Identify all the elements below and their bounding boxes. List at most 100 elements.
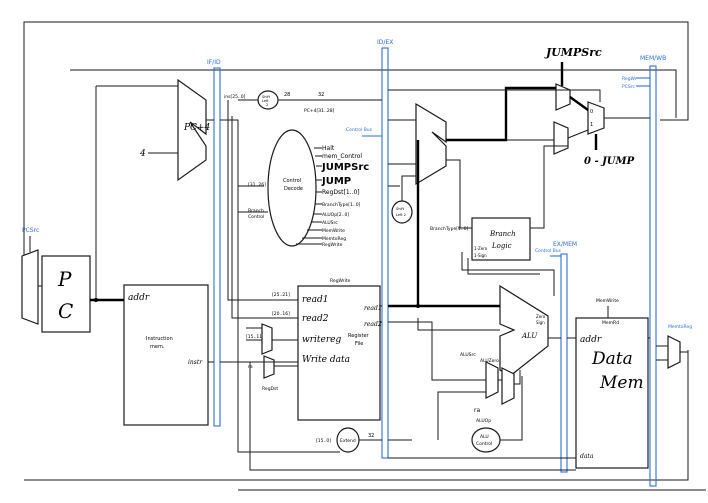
- branch-logic-title-1: Branch: [489, 230, 516, 238]
- pipeline-register-if-id: IF/ID: [207, 59, 221, 427]
- jump-shift-label-2: Left: [262, 99, 269, 103]
- dmem-memwrite: MemWrite: [596, 298, 619, 304]
- control-bus-idex: Control Bus: [346, 127, 373, 133]
- mem-wb-memtoreg: PCSrc: [622, 84, 635, 90]
- imem-title-1: Instruction: [146, 336, 173, 342]
- alu-zero: Zero: [536, 314, 546, 319]
- pc-junction-dot: [94, 298, 98, 302]
- jump-shift-label-1: Shift: [262, 95, 271, 99]
- jump-mux-0: 0: [590, 109, 593, 115]
- sign-extend-label: Extend: [340, 438, 356, 444]
- ex-mem-label: EX/MEM: [553, 241, 577, 248]
- regfile-out-read1: read1: [364, 305, 382, 312]
- alu-sign: Sign: [536, 320, 545, 325]
- control-title-2: Decode: [284, 186, 303, 192]
- pipeline-register-id-ex: ID/EX: [377, 39, 393, 459]
- control-bus-labels: Control Bus Control Bus: [346, 127, 562, 257]
- regfile-writedata: Write data: [302, 355, 350, 365]
- dmem-title-1: Data: [591, 349, 633, 369]
- signal-mem-control: mem_Control: [322, 153, 362, 160]
- jumpsrc-title: JUMPSrc: [544, 46, 602, 59]
- alu-control: ALU Control ALUOp: [471, 376, 523, 453]
- regfile-read1: read1: [302, 295, 328, 305]
- control-bus-exmem: Control Bus: [535, 248, 562, 254]
- regfile-out-read2: read2: [364, 321, 382, 328]
- signal-memwrite: MemWrite: [322, 228, 345, 234]
- pc-adder-label: PC+4: [183, 123, 210, 133]
- jump-width-28: 28: [284, 92, 290, 98]
- instruction-memory: addr Instruction mem. instr: [123, 284, 214, 426]
- jump-shift-left: Shift Left 2 ins[25..0] 28 32 PC+4[31..2…: [224, 90, 382, 114]
- dmem-addr: addr: [580, 335, 602, 345]
- if-id-label: IF/ID: [207, 59, 221, 66]
- signal-branchtype: BranchType[1..0]: [322, 202, 361, 208]
- dmem-memread: MemRd: [602, 320, 619, 326]
- branch-logic-title-2: Logic: [491, 242, 512, 250]
- signal-regdst: RegDst[1..0]: [322, 189, 360, 196]
- outer-feedback-wires: [23, 21, 706, 491]
- regfile-writereg: writereg: [302, 335, 341, 345]
- datapath-misc-wires: [249, 89, 601, 471]
- branch-shift-label-2: Left 2: [396, 213, 406, 217]
- control-title-1: Control: [283, 178, 301, 184]
- jump-mux-1: 1: [590, 122, 593, 128]
- branch-logic: Branch Logic BranchType[1..0] 1-Zero 1-S…: [430, 145, 568, 296]
- branch-logic-in-zero: 1-Zero: [474, 246, 488, 251]
- imem-addr-label: addr: [128, 293, 150, 303]
- pc-src-label: PCSrc: [22, 227, 39, 234]
- signal-regwrite: RegWrite: [322, 242, 343, 248]
- pc-letter-c: C: [58, 299, 73, 323]
- branch-control-field-1: Branch: [248, 208, 264, 214]
- imem-title-2: mem.: [150, 344, 165, 350]
- branch-target-adder: [388, 102, 447, 186]
- pc-register: P C: [38, 255, 124, 333]
- mem-wb-regwrite: RegWr: [622, 76, 637, 82]
- branch-shift-label-1: Shift: [396, 207, 405, 211]
- reg-dst-label: RegDst: [262, 386, 278, 392]
- jump-select-label: 0 - JUMP: [584, 156, 635, 167]
- pc-plus-4-adder: PC+4 4: [139, 78, 214, 182]
- jump-source-mux: JUMPSrc: [416, 46, 602, 306]
- jump-pc-upper: PC+4[31..28]: [304, 108, 335, 114]
- regfile-title-2: File: [355, 341, 363, 347]
- jump-width-32: 32: [318, 92, 324, 98]
- signal-memtoreg: MemtoReg: [322, 236, 346, 242]
- sign-extend-width: 32: [368, 433, 374, 439]
- sign-extend: Extend [15..0] 32: [316, 427, 382, 453]
- control-opcode-field: [31..26]: [248, 182, 266, 188]
- branch-control-field-2: Control: [248, 214, 264, 220]
- dmem-data: data: [580, 453, 594, 460]
- signal-alusrc: ALUSrc: [322, 220, 338, 226]
- alu-control-aluop: ALUOp: [476, 418, 491, 424]
- mem-wb-label: MEM/WB: [640, 55, 666, 62]
- alu-src-mux: ALUSrc ALUZero ra: [388, 321, 521, 440]
- dmem-title-2: Mem: [599, 373, 644, 393]
- branch-logic-in-sign: 1-Sign: [474, 253, 487, 258]
- signal-jump: JUMP: [321, 176, 351, 187]
- register-file: RegWrite read1 read2 writereg Write data…: [246, 278, 382, 421]
- alu-label: ALU: [521, 332, 538, 340]
- pc-letter-p: P: [57, 267, 72, 291]
- alu-src-label: ALUSrc: [460, 352, 476, 358]
- jump-select-mux: 0 1 0 - JUMP: [567, 96, 650, 167]
- control-decode-unit: Control Decode [31..26] Branch Control: [248, 129, 317, 247]
- field-25-21: [25..21]: [272, 292, 290, 298]
- alu-src-alt: ALUZero: [480, 358, 499, 364]
- write-back-mux: MemtoReg: [656, 324, 692, 369]
- signal-jumpsrc: JUMPSrc: [321, 162, 369, 173]
- signal-aluop: ALUOp[2..0]: [322, 212, 349, 218]
- wb-mux-memtoreg: MemtoReg: [668, 324, 692, 330]
- regfile-tag: RegWrite: [330, 278, 351, 284]
- field-20-16: [20..16]: [272, 311, 290, 317]
- sign-extend-field: [15..0]: [316, 438, 331, 444]
- regfile-read2: read2: [302, 314, 329, 324]
- regfile-title-1: Register: [348, 333, 370, 339]
- branch-logic-in-type: BranchType[1..0]: [430, 226, 469, 232]
- signal-halt: Halt: [322, 145, 335, 152]
- alu-src-rd: ra: [474, 407, 480, 414]
- alu: ALU Zero Sign: [388, 284, 561, 377]
- data-memory: MemWrite MemRd addr Data Mem data: [388, 298, 650, 469]
- alu-input-junction: [416, 304, 420, 308]
- jump-shift-label-3: 2: [266, 103, 268, 107]
- branch-shift-left: Shift Left 2: [391, 175, 416, 224]
